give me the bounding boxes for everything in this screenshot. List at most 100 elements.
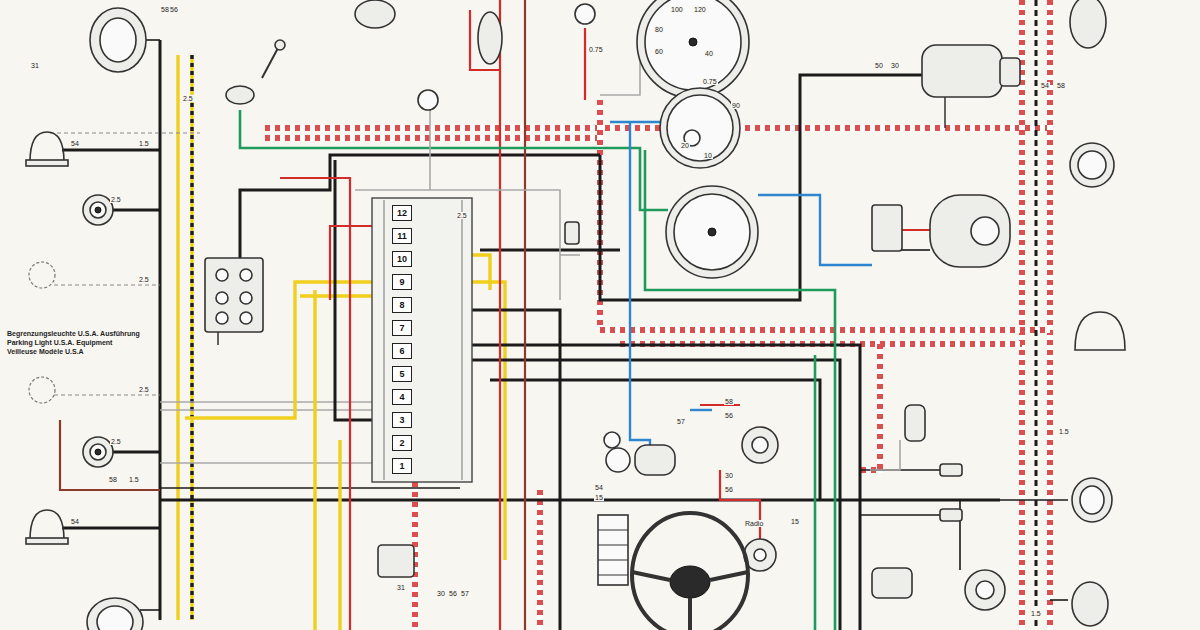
connector-strip xyxy=(598,545,628,546)
harness-wire xyxy=(600,327,1050,333)
steering-wheel xyxy=(632,513,748,630)
fuse-number: 9 xyxy=(399,278,404,287)
horn xyxy=(90,202,106,218)
harness-wire xyxy=(1019,0,1025,630)
parking-light xyxy=(29,262,55,288)
harness-wire xyxy=(537,490,543,630)
wire xyxy=(584,28,586,100)
wire xyxy=(758,195,872,265)
lamp xyxy=(355,0,395,28)
wire xyxy=(190,55,193,620)
note-text: Veilleuse Modèle U.S.A xyxy=(6,348,85,355)
wire-number: 0.75 xyxy=(702,78,718,85)
wire xyxy=(280,178,350,630)
fuse-box xyxy=(384,200,385,480)
fuse-number: 10 xyxy=(397,255,407,264)
relay-box xyxy=(205,258,263,332)
turn-signal-lamp xyxy=(26,132,68,544)
wire-number: 58 xyxy=(1056,82,1066,89)
relay-box xyxy=(216,269,228,281)
headlight xyxy=(87,8,146,630)
fuse: 1 xyxy=(392,458,412,474)
switch xyxy=(565,222,579,244)
fuse: 9 xyxy=(392,274,412,290)
wire xyxy=(472,310,560,630)
fuse-box xyxy=(372,198,472,482)
wire xyxy=(1050,599,1068,601)
lamp xyxy=(418,90,438,110)
starter-motor xyxy=(944,97,946,128)
fuse-number: 6 xyxy=(399,347,404,356)
harness-wire xyxy=(1035,0,1038,630)
wire-number: 2.5 xyxy=(182,95,194,102)
wire xyxy=(610,122,872,458)
wire xyxy=(313,290,316,630)
fuse: 11 xyxy=(392,228,412,244)
wire xyxy=(700,404,740,406)
wire-number: 100 xyxy=(670,6,684,13)
wire xyxy=(140,609,160,611)
wiper-motor xyxy=(606,445,675,475)
headlight xyxy=(97,606,133,630)
speedometer xyxy=(645,0,741,90)
wire xyxy=(54,284,160,285)
speedometer xyxy=(637,0,749,98)
fuse-number: 1 xyxy=(399,462,404,471)
relay-box xyxy=(216,312,228,324)
wire-number: 54 xyxy=(1040,82,1050,89)
starter-motor xyxy=(922,45,1020,128)
wire-number: 2.5 xyxy=(138,386,150,393)
bulb xyxy=(604,432,620,448)
wire xyxy=(814,355,817,630)
fuse-number: 12 xyxy=(397,209,407,218)
harness-wire xyxy=(537,490,543,630)
wire xyxy=(645,150,835,630)
wire-number: 2.5 xyxy=(110,196,122,203)
wire-number: 15 xyxy=(790,518,800,525)
harness-wire xyxy=(265,125,1050,131)
wire xyxy=(429,100,431,190)
connector-strip xyxy=(598,575,628,576)
spark-plug xyxy=(940,509,962,521)
fuse: 10 xyxy=(392,251,412,267)
tail-lamp xyxy=(1070,0,1106,48)
fuse: 7 xyxy=(392,320,412,336)
tail-lamp xyxy=(1070,143,1114,187)
tachometer xyxy=(674,194,750,270)
gauge xyxy=(676,98,700,128)
wire xyxy=(176,55,179,620)
fuse: 2 xyxy=(392,435,412,451)
harness-wire xyxy=(600,327,1050,333)
fuse-number: 11 xyxy=(397,232,407,241)
horn xyxy=(95,207,101,213)
steering-wheel xyxy=(632,513,748,630)
gauge xyxy=(660,88,740,168)
harness-wire xyxy=(1019,0,1025,630)
tachometer xyxy=(686,222,738,240)
note-text: Begrenzungsleuchte U.S.A. Ausführung xyxy=(6,330,141,337)
wire-number: 1.5 xyxy=(138,140,150,147)
fuse-number: 3 xyxy=(399,416,404,425)
harness-wire xyxy=(265,125,1050,131)
wire-number: 2.5 xyxy=(110,438,122,445)
wire xyxy=(338,440,341,630)
light-switch xyxy=(742,427,778,463)
wire-number: 20 xyxy=(680,142,690,149)
wire xyxy=(54,394,160,395)
wire xyxy=(160,409,372,411)
speedometer xyxy=(637,0,749,98)
generator xyxy=(971,217,999,245)
wire-number: 120 xyxy=(693,6,707,13)
light-switch xyxy=(742,427,778,463)
tachometer xyxy=(666,186,758,278)
ignition-coil xyxy=(872,568,912,598)
ignition-switch xyxy=(754,549,766,561)
switch xyxy=(226,40,285,104)
horn xyxy=(95,449,101,455)
wire-number: 54 xyxy=(70,518,80,525)
wire-number: 56 xyxy=(448,590,458,597)
wire xyxy=(160,487,460,489)
horn xyxy=(83,195,113,225)
